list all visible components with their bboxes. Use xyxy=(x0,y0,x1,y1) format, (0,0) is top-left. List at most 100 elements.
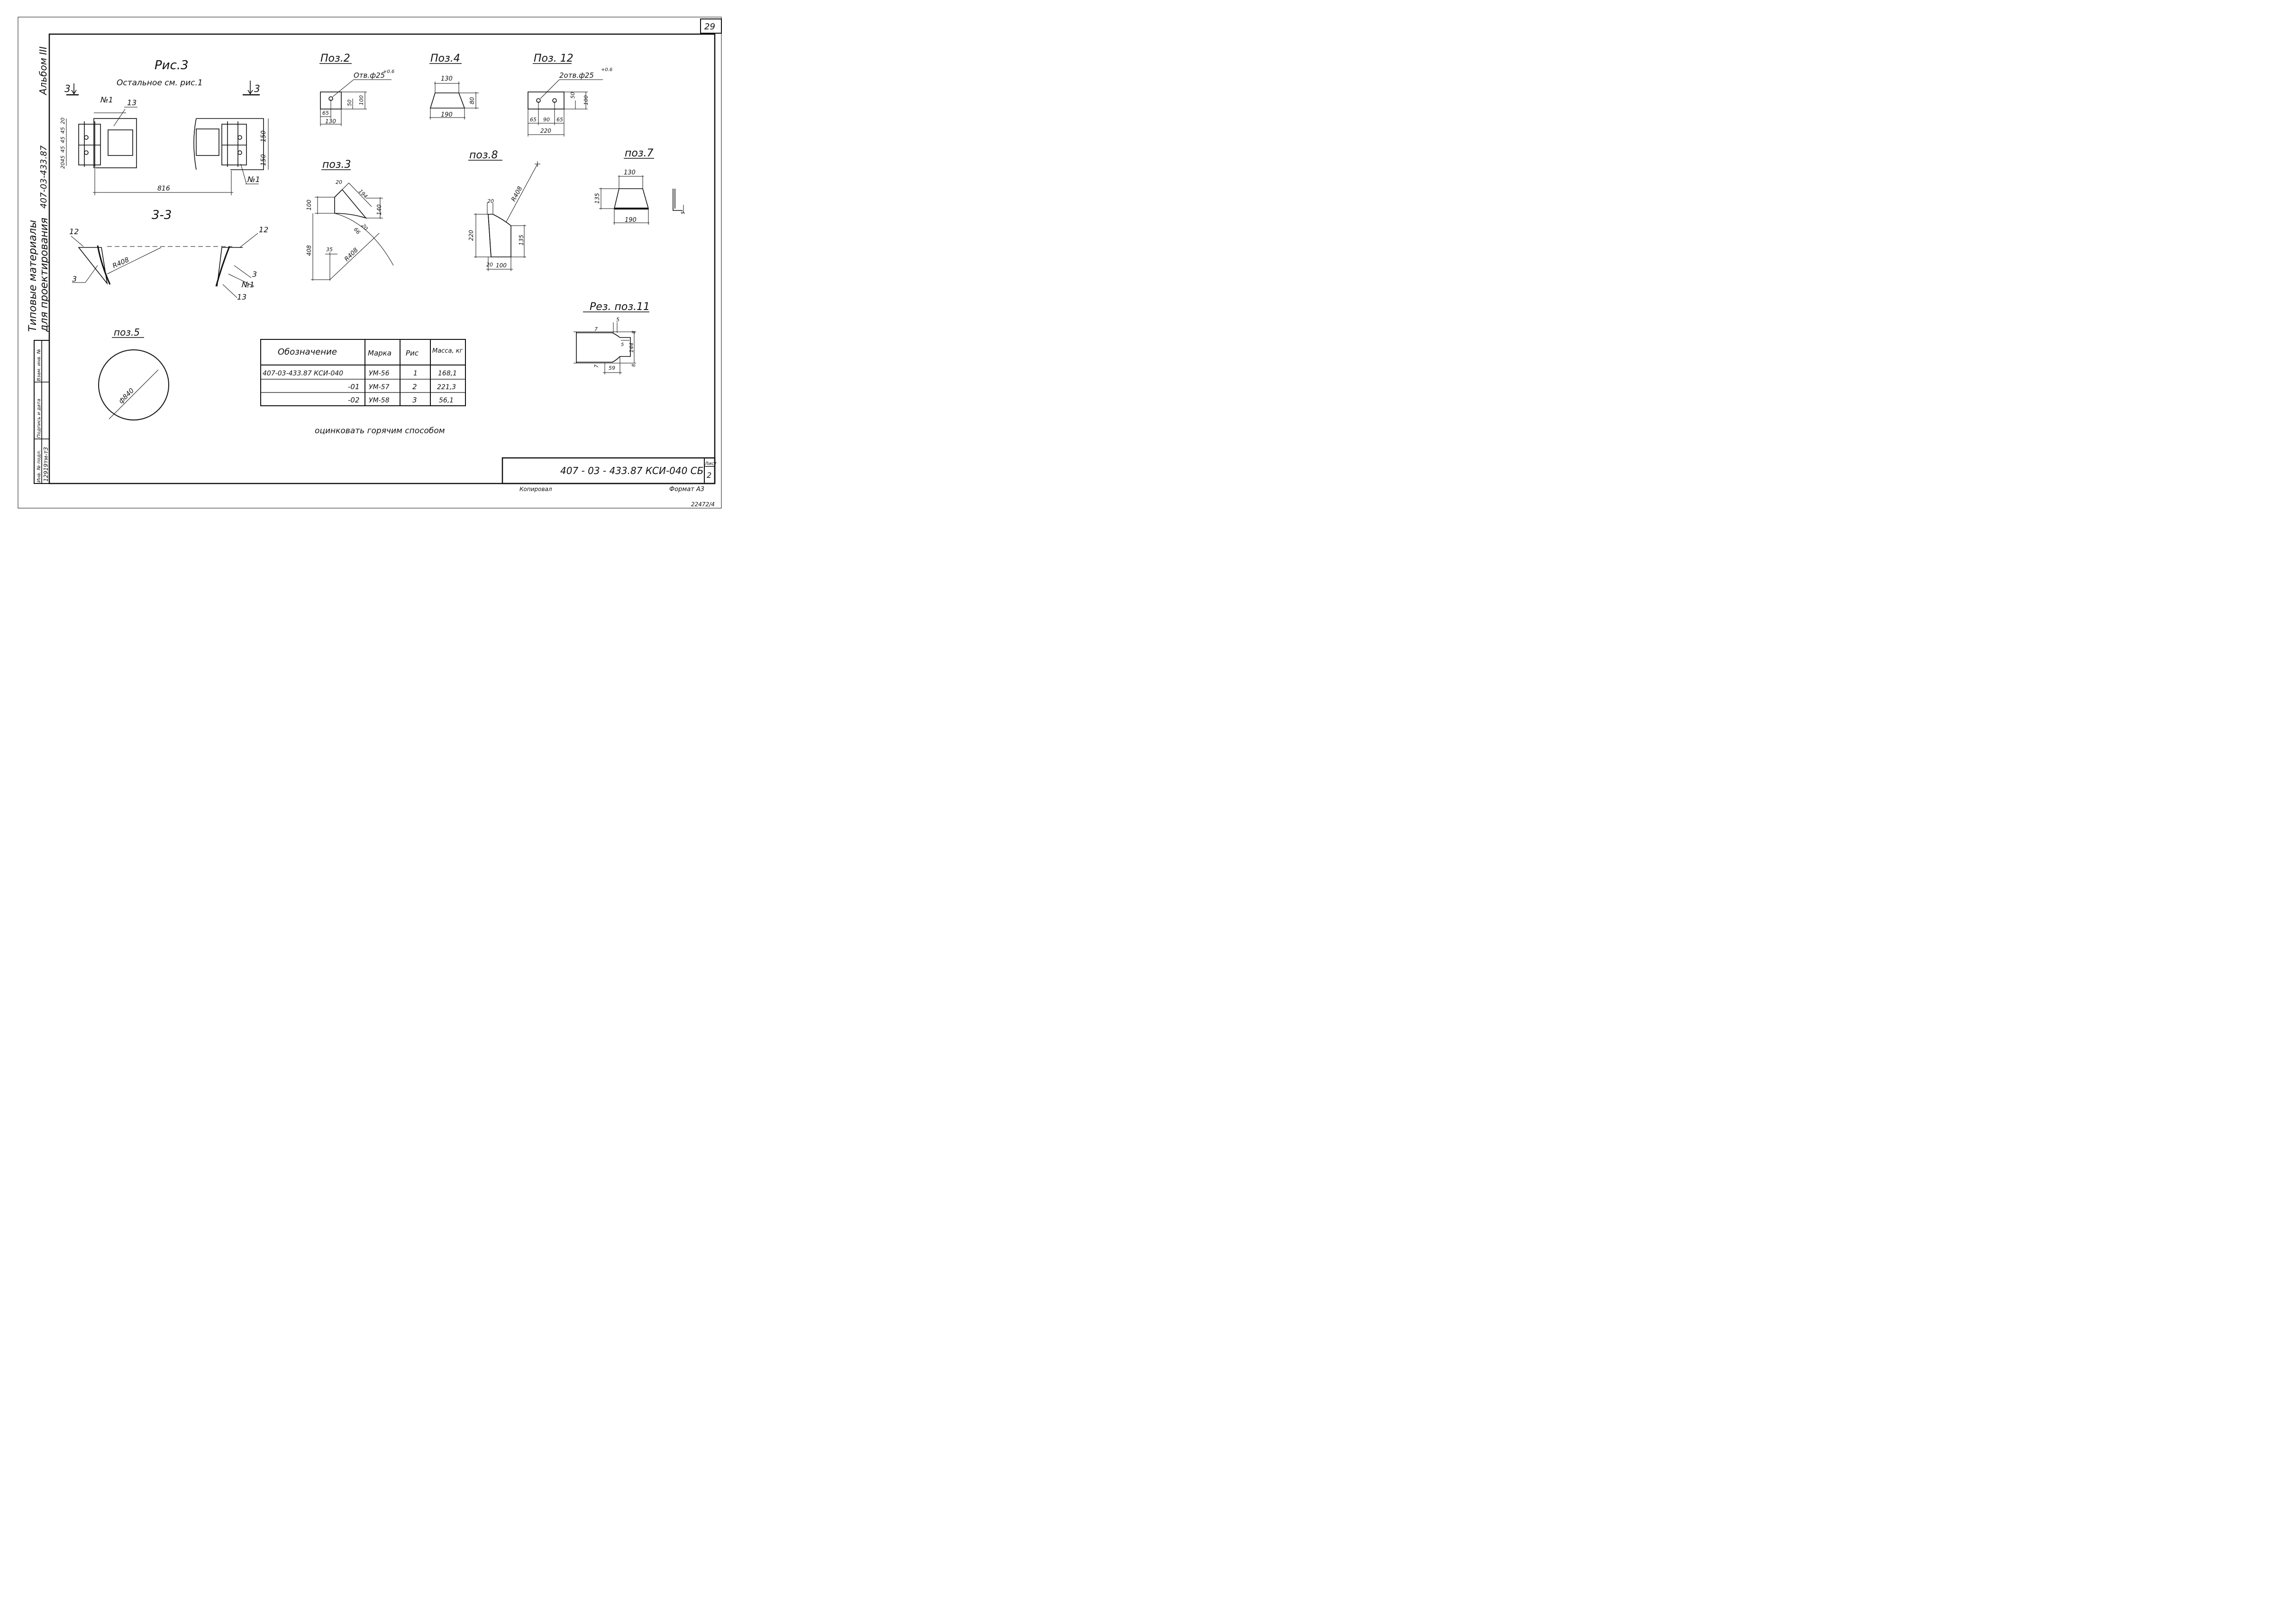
stamp-inv-value: 12919тм-т3 xyxy=(43,447,49,482)
rez11-dim-g: 59 xyxy=(609,365,615,371)
section-mark-left: 3 xyxy=(64,83,71,94)
sec33-r408: R408 xyxy=(111,256,130,270)
rez11-dim-e: 144 xyxy=(628,343,635,353)
ris3-pos13: 13 xyxy=(127,98,137,107)
ris3-dim-150-a: 150 xyxy=(260,130,267,142)
table-row-1-mass: 221,3 xyxy=(437,383,456,391)
rez11-dim-d: 5 xyxy=(621,342,624,347)
pos12-title: Поз. 12 xyxy=(534,53,574,64)
pos3-dim-20: 20 xyxy=(336,179,342,185)
ris3-n1-bottom: №1 xyxy=(247,175,260,184)
section-33-title: 3-3 xyxy=(152,208,172,222)
pos7-drawing: поз.7 130 190 135 5 xyxy=(594,147,686,225)
album-label: Альбом III xyxy=(37,46,49,96)
title-block-code: 407 - 03 - 433.87 КСИ-040 СБ xyxy=(560,465,703,476)
ris3-left-dim-4: 45 xyxy=(60,155,66,162)
pos3-dim-100: 100 xyxy=(306,200,312,210)
ris3-title: Рис.3 xyxy=(155,58,189,73)
spec-table: Обозначение Марка Рис Масса, кг 407-03-4… xyxy=(260,339,466,406)
pos2-title: Поз.2 xyxy=(320,53,350,64)
pos3-dim-35: 35 xyxy=(326,246,333,253)
doc-code-vertical: 407-03-433.87 xyxy=(39,145,49,209)
pos4-dim-130: 130 xyxy=(441,75,453,82)
ris3-left-dim-1: 45 xyxy=(60,127,66,134)
pos4-dim-80: 80 xyxy=(469,97,475,104)
rez11-drawing: Рез. поз.11 7 5 8 5 144 7 59 8 xyxy=(574,301,650,374)
rez11-dim-c: 8 xyxy=(631,331,637,334)
pos8-drawing: поз.8 R408 20 220 135 20 100 xyxy=(468,149,540,271)
table-row-2-mark: УМ-58 xyxy=(369,397,390,404)
pos3-drawing: поз.3 20 194 100 140 66 20 408 35 R408 xyxy=(306,159,394,281)
table-row-0-mark: УМ-56 xyxy=(369,370,390,377)
drawing-sheet: 29 Альбом III 407-03-433.87 Типовые мате… xyxy=(18,17,722,509)
ris3-left-dim-2: 45 xyxy=(60,137,66,143)
inner-frame xyxy=(48,33,716,484)
figure-ris3: Рис.3 Остальное см. рис.1 3 3 xyxy=(60,58,269,195)
stamp-label-0: Инв. № подл. xyxy=(36,450,42,483)
pos2-tol: +0.6 xyxy=(383,69,394,74)
sheet-number: 2 xyxy=(707,471,711,480)
page-number: 29 xyxy=(704,22,715,32)
title-vertical-1: Типовые материалы xyxy=(27,220,39,332)
table-row-1-fig: 2 xyxy=(412,383,417,391)
pos4-drawing: Поз.4 130 190 80 xyxy=(429,53,479,119)
copied-by: Копировал xyxy=(519,486,552,493)
table-header-mass: Масса, кг xyxy=(432,347,463,355)
pos7-dim-130: 130 xyxy=(624,169,636,176)
pos3-dim-194: 194 xyxy=(357,188,369,200)
pos12-dim-65a: 65 xyxy=(530,117,537,123)
pos12-hole: 2отв.ф25 xyxy=(559,71,594,80)
pos2-dim-100: 100 xyxy=(358,95,364,105)
table-header-designation: Обозначение xyxy=(278,347,337,357)
pos3-dim-20b: 20 xyxy=(360,223,369,232)
pos8-r408: R408 xyxy=(510,185,524,203)
ris3-left-dim-5: 20 xyxy=(60,162,66,169)
pos8-dim-20b: 20 xyxy=(486,262,493,268)
page-number-box xyxy=(700,18,722,34)
footer-number: 22472/4 xyxy=(691,501,715,508)
pos2-dim-50: 50 xyxy=(346,100,353,106)
pos3-r408: R408 xyxy=(343,246,360,263)
galvanize-note: оцинковать горячим способом xyxy=(315,426,445,436)
pos5-circle xyxy=(98,349,169,420)
pos12-drawing: Поз. 12 2отв.ф25 +0.6 65 90 65 220 100 5… xyxy=(528,53,612,137)
sec33-pos3-right: 3 xyxy=(252,270,257,279)
pos2-drawing: Поз.2 Отв.ф25 +0.6 100 50 65 130 xyxy=(319,53,394,126)
pos8-dim-20: 20 xyxy=(487,198,494,204)
ris3-dim-816: 816 xyxy=(157,185,170,192)
outer-frame xyxy=(18,17,722,509)
pos2-dim-130: 130 xyxy=(325,118,336,125)
table-row-2-fig: 3 xyxy=(412,396,417,404)
sec33-pos3-left: 3 xyxy=(72,274,77,283)
pos5-dim: ф840 xyxy=(118,387,136,405)
sec33-pos12-left: 12 xyxy=(69,227,79,236)
table-row-2-mass: 56,1 xyxy=(439,397,454,404)
rez11-title: Рез. поз.11 xyxy=(590,301,650,313)
table-row-2-designation: -02 xyxy=(348,396,360,404)
ris3-subtitle: Остальное см. рис.1 xyxy=(117,78,203,88)
table-header-fig: Рис xyxy=(406,349,419,357)
table-row-0-fig: 1 xyxy=(413,370,418,377)
sec33-pos13: 13 xyxy=(237,292,246,301)
pos7-dim-135: 135 xyxy=(594,193,601,204)
pos12-dim-65b: 65 xyxy=(556,117,563,123)
pos5-title: поз.5 xyxy=(114,327,140,338)
sec33-n1: №1 xyxy=(241,280,255,289)
pos8-dim-220: 220 xyxy=(468,230,474,241)
section-3-3: 3-3 12 3 R408 12 3 №1 13 xyxy=(69,208,268,301)
pos3-dim-408: 408 xyxy=(306,245,312,256)
ris3-left-dim-3: 45 xyxy=(60,146,66,153)
pos3-title: поз.3 xyxy=(322,159,351,171)
title-vertical-2: для проектирования xyxy=(38,218,50,332)
pos12-dim-100: 100 xyxy=(583,95,589,105)
sheet-label: Лист xyxy=(704,461,718,466)
sec33-pos12-right: 12 xyxy=(259,225,268,234)
sheet-box xyxy=(704,457,715,484)
table-row-0-designation: 407-03-433.87 КСИ-040 xyxy=(263,370,343,377)
pos12-tol: +0.6 xyxy=(601,67,612,73)
pos4-title: Поз.4 xyxy=(430,53,460,64)
rez11-dim-f: 7 xyxy=(593,365,600,368)
pos7-dim-5: 5 xyxy=(681,211,686,214)
pos7-title: поз.7 xyxy=(625,147,654,159)
ris3-left-dim-0: 20 xyxy=(60,118,66,124)
